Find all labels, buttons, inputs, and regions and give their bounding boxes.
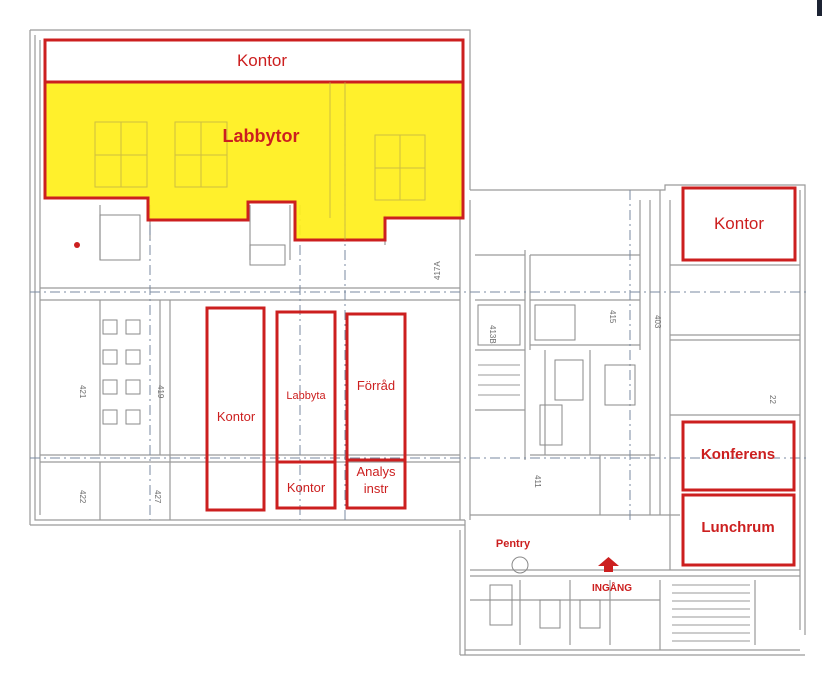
marker-dot <box>74 242 80 248</box>
label-konferens: Konferens <box>701 446 775 463</box>
room-lunchrum[interactable] <box>681 493 796 567</box>
room-analys-instr[interactable] <box>345 458 407 510</box>
label-kontor-small: Kontor <box>287 480 326 495</box>
svg-text:427: 427 <box>153 490 162 504</box>
corner-mark <box>817 0 822 16</box>
svg-text:403: 403 <box>653 315 662 329</box>
label-instr: instr <box>364 481 389 496</box>
svg-text:411: 411 <box>533 475 542 488</box>
svg-text:422: 422 <box>78 490 87 504</box>
room-numbers: 421 419 422 427 417A 413B 415 411 403 22 <box>78 261 777 504</box>
furniture <box>99 214 636 629</box>
label-labbytor: Labbytor <box>222 126 299 146</box>
label-lunchrum: Lunchrum <box>701 519 774 536</box>
label-pentry: Pentry <box>496 538 531 550</box>
room-kontor-top[interactable] <box>43 38 465 84</box>
svg-text:415: 415 <box>608 310 617 324</box>
svg-text:419: 419 <box>156 385 165 399</box>
room-labbytor[interactable] <box>43 80 465 242</box>
label-entrance: INGÅNG <box>592 581 632 594</box>
label-kontor-right: Kontor <box>714 214 764 233</box>
label-kontor-mid: Kontor <box>217 409 256 424</box>
room-kontor-mid[interactable] <box>205 306 266 512</box>
room-labbyta[interactable] <box>275 310 337 464</box>
room-konferens[interactable] <box>681 420 796 492</box>
label-kontor-top: Kontor <box>237 51 287 70</box>
svg-text:421: 421 <box>78 385 87 399</box>
room-kontor-right[interactable] <box>681 186 797 262</box>
room-kontor-small[interactable] <box>275 460 337 510</box>
entrance-arrow-icon <box>598 557 619 572</box>
label-forrad: Förråd <box>357 378 395 393</box>
staircase <box>478 364 750 642</box>
label-labbyta: Labbyta <box>286 390 326 402</box>
label-analys: Analys <box>356 464 396 479</box>
svg-text:22: 22 <box>768 395 777 404</box>
svg-text:413B: 413B <box>488 325 497 344</box>
svg-text:417A: 417A <box>433 261 442 280</box>
lab-benches <box>94 82 426 240</box>
grid-lines <box>30 90 810 520</box>
